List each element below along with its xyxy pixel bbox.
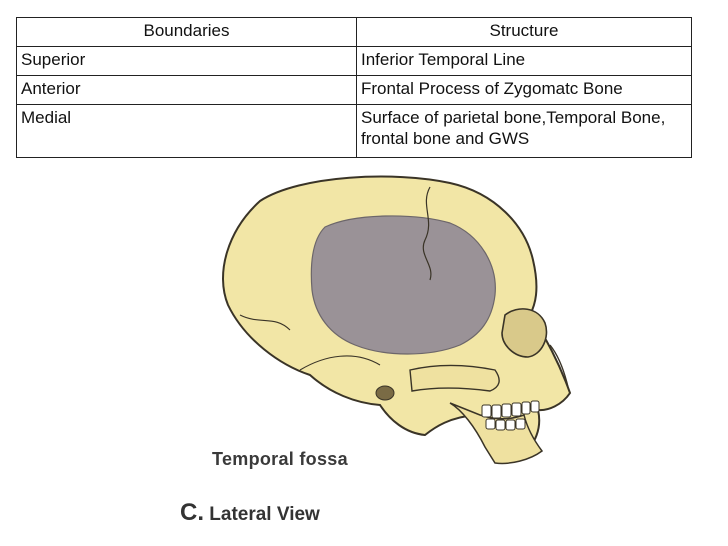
cell-boundary: Anterior [16, 75, 357, 105]
cell-boundary: Medial [16, 104, 357, 158]
coronal-suture [422, 186, 432, 281]
cell-structure: Frontal Process of Zygomatc Bone [356, 75, 692, 105]
boundaries-table: Boundaries Structure Superior Inferior T… [16, 17, 692, 158]
temporal-fossa-region [310, 215, 496, 355]
teeth [481, 400, 540, 431]
mandible [449, 402, 544, 465]
lambdoid-suture [239, 314, 291, 331]
zygomatic-arch [409, 364, 500, 392]
column-header-boundaries: Boundaries [16, 17, 357, 47]
table-row: Medial Surface of parietal bone,Temporal… [16, 104, 692, 158]
table-row: Superior Inferior Temporal Line [16, 46, 692, 76]
cell-structure: Surface of parietal bone,Temporal Bone, … [356, 104, 692, 158]
skull-lateral-illustration [222, 175, 572, 465]
cell-boundary: Superior [16, 46, 357, 76]
orbit [501, 308, 548, 358]
view-caption: C. Lateral View [180, 499, 320, 527]
temporal-fossa-caption: Temporal fossa [212, 449, 348, 469]
cell-structure: Inferior Temporal Line [356, 46, 692, 76]
table-row: Anterior Frontal Process of Zygomatc Bon… [16, 75, 692, 105]
view-label: Lateral View [209, 504, 320, 525]
external-acoustic-meatus [375, 385, 395, 401]
nasal-aperture [549, 344, 569, 388]
view-letter: C. [180, 499, 204, 526]
squamous-suture [299, 355, 381, 371]
table-header-row: Boundaries Structure [16, 17, 692, 47]
column-header-structure: Structure [356, 17, 692, 47]
